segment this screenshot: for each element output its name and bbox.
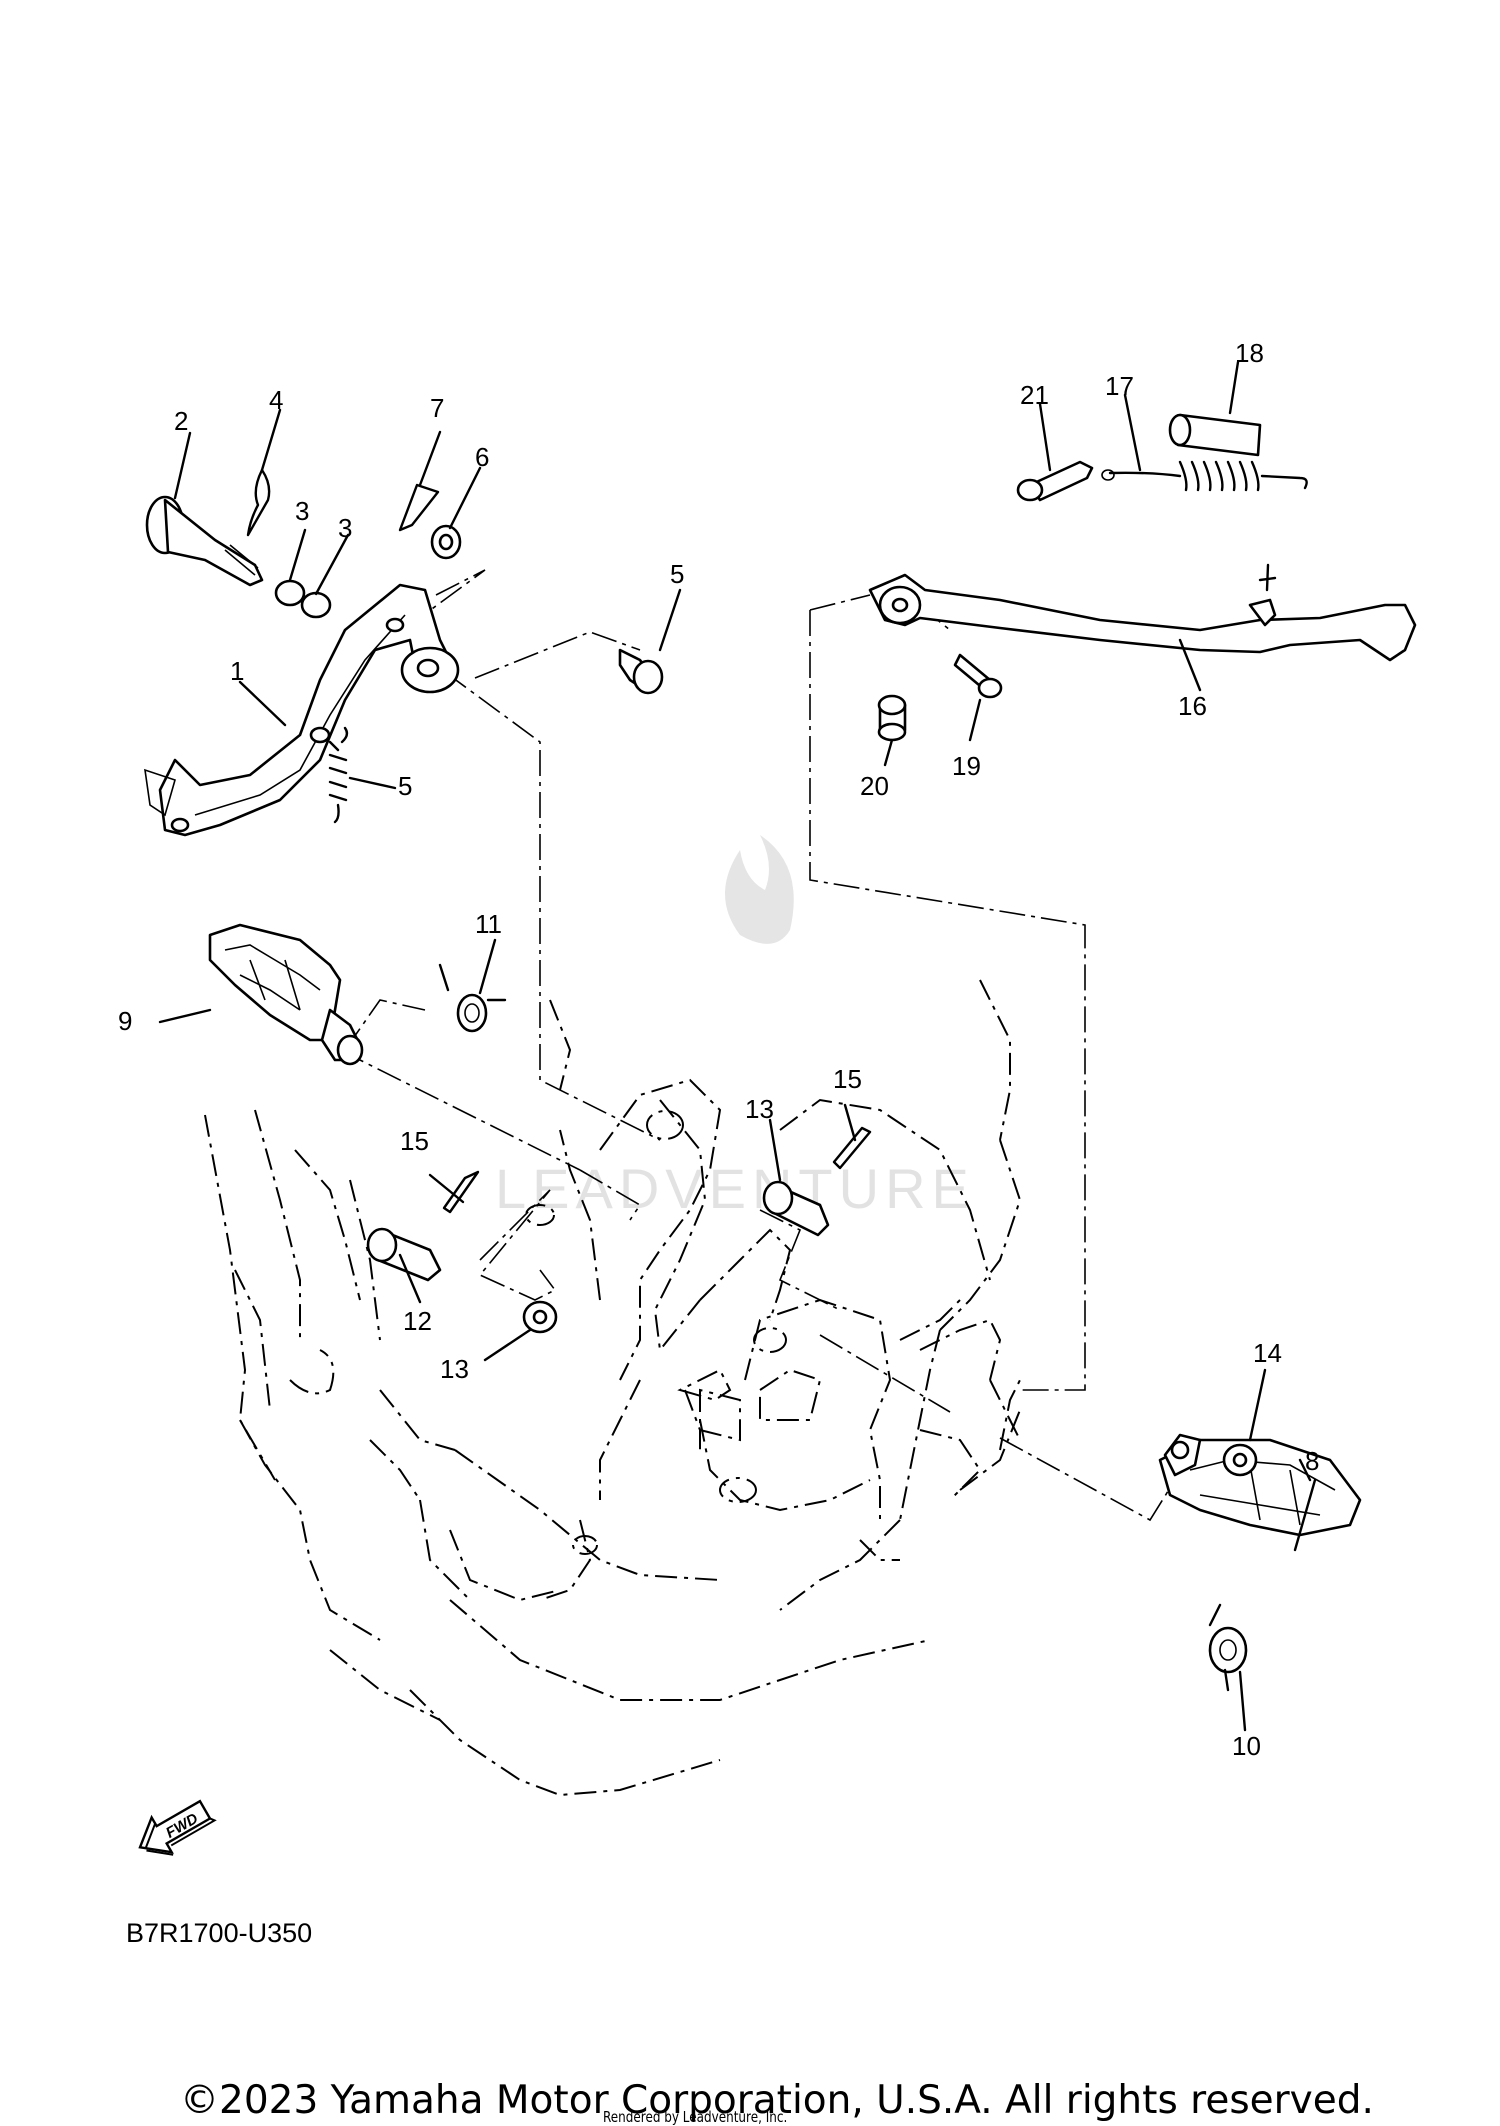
washer-left (522, 1300, 558, 1334)
callout-7: 6 (475, 442, 489, 472)
spring-hook (1016, 460, 1094, 502)
washer (430, 524, 462, 560)
callout-9: 8 (1305, 1446, 1319, 1476)
left-footrest (208, 923, 364, 1066)
callout-15b: 15 (833, 1064, 862, 1094)
o-ring-b (300, 591, 332, 619)
callout-20: 20 (860, 771, 889, 801)
side-stand (868, 563, 1417, 662)
pedal-shaft-bolt (145, 495, 264, 587)
footrest-spring-11 (1208, 1603, 1248, 1692)
stand-spring (1101, 460, 1308, 492)
brake-pedal (144, 583, 460, 837)
callout-1: 1 (230, 656, 244, 686)
right-footrest (1158, 1433, 1362, 1537)
callout-17: 17 (1105, 371, 1134, 401)
footrest-pin-left (366, 1227, 442, 1282)
callout-21: 21 (1020, 380, 1049, 410)
watermark: LEADVENTURE (495, 835, 975, 1220)
callout-3a: 3 (295, 496, 309, 526)
washer-right (1222, 1443, 1258, 1477)
cotter-pin-left (442, 1170, 480, 1214)
callout-10: 9 (118, 1006, 132, 1036)
stand-collar (1168, 413, 1262, 457)
footrest-spring-12 (438, 963, 507, 1033)
callout-6: 5 (670, 559, 684, 589)
rendered-by-note: Rendered by Leadventure, Inc. (603, 2108, 788, 2126)
frame-outline (204, 979, 1022, 1797)
callout-14b: 14 (1253, 1338, 1282, 1368)
return-spring (328, 726, 349, 824)
callout-3b: 3 (338, 513, 352, 543)
callout-13a: 12 (403, 1306, 432, 1336)
callout-14a: 13 (440, 1354, 469, 1384)
cotter-pin-8 (398, 483, 440, 532)
pivot-bolt (618, 648, 664, 695)
callout-13b: 13 (745, 1094, 774, 1124)
callout-labels: 2 4 3 3 7 6 5 1 5 11 9 15 15 13 12 13 18… (118, 338, 1319, 1761)
callout-11: 10 (1232, 1731, 1261, 1761)
callout-19: 19 (952, 751, 981, 781)
fwd-arrow-icon: FWD (138, 1799, 217, 1856)
footrest-pin-right (762, 1180, 830, 1237)
callout-18: 18 (1235, 338, 1264, 368)
callout-2: 2 (174, 406, 188, 436)
diagram-part-code: B7R1700-U350 (126, 1918, 313, 1948)
callout-12: 11 (475, 909, 502, 939)
callout-leaders (158, 360, 1317, 1732)
r-clip (246, 468, 271, 537)
o-ring-a (274, 579, 306, 607)
stand-bushing (877, 694, 907, 742)
copyright-notice: ©2023 Yamaha Motor Corporation, U.S.A. A… (180, 2078, 1374, 2123)
callout-4: 4 (269, 385, 283, 415)
callout-16: 16 (1178, 691, 1207, 721)
stand-bolt (953, 653, 1003, 699)
callout-8: 7 (430, 393, 444, 423)
cotter-pin-right (832, 1126, 872, 1170)
callout-15a: 15 (400, 1126, 429, 1156)
leader-lines (339, 569, 1221, 1522)
callout-5: 5 (398, 771, 412, 801)
watermark-text: LEADVENTURE (495, 1157, 975, 1220)
